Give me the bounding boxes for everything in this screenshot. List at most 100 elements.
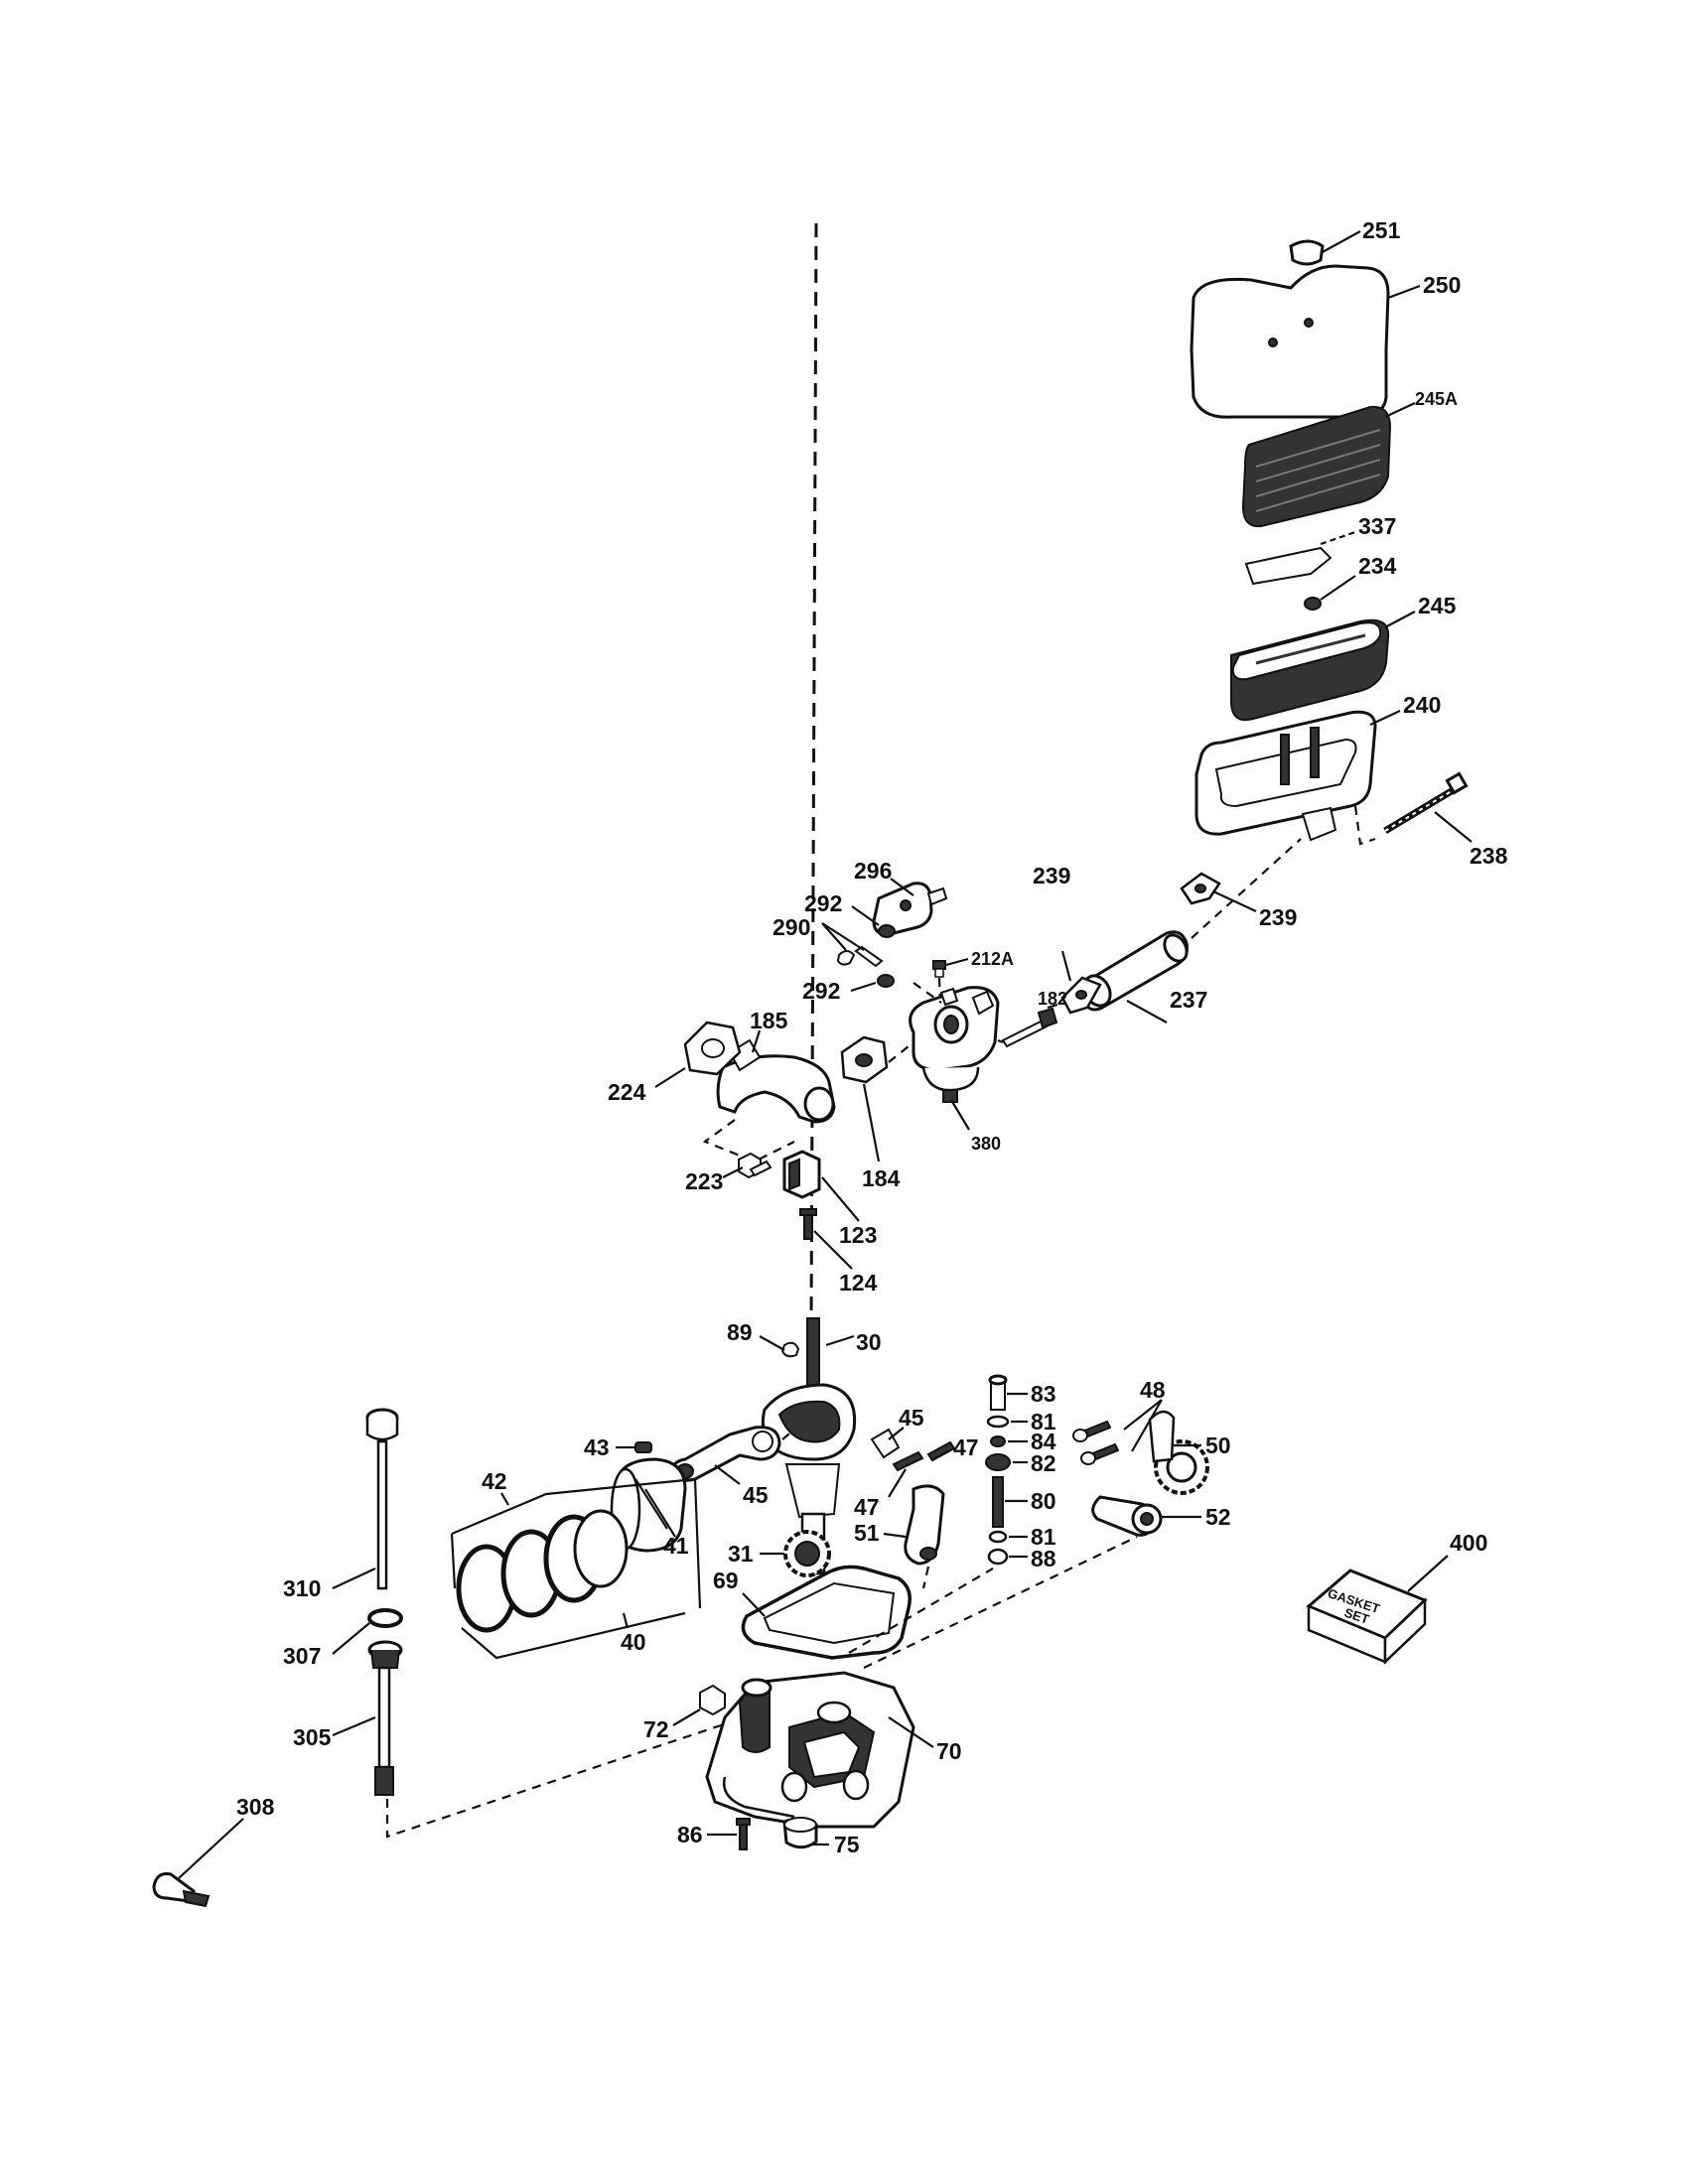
- part-50-camshaft: [1148, 1410, 1209, 1495]
- part-51-lever: [883, 1484, 945, 1589]
- part-45-connecting-rod: [671, 1426, 795, 1485]
- part-240-base: [1194, 710, 1401, 846]
- part-47-pin-upper: [926, 1440, 956, 1462]
- part-239-gasket-right: [1180, 872, 1257, 912]
- label-238: 238: [1470, 843, 1508, 869]
- part-305-tube: [332, 1640, 403, 1796]
- label-41: 41: [663, 1533, 689, 1559]
- label-245: 245: [1418, 593, 1457, 618]
- part-88-cap: [987, 1548, 1028, 1566]
- part-238-bolt: [1383, 771, 1473, 843]
- part-83-bolt: [988, 1374, 1028, 1411]
- part-239-gasket-left: [1060, 950, 1102, 1015]
- label-290: 290: [772, 914, 810, 940]
- part-40-ring-set: [461, 1611, 686, 1660]
- label-308: 308: [236, 1794, 275, 1820]
- label-80: 80: [1031, 1488, 1056, 1514]
- label-251: 251: [1362, 217, 1401, 243]
- part-81-washer-upper: [986, 1415, 1028, 1429]
- part-337-plate: [1244, 530, 1356, 586]
- label-43: 43: [584, 1434, 610, 1460]
- part-292-washer-top: [851, 905, 896, 938]
- part-296: [872, 878, 948, 937]
- part-251-knob: [1289, 230, 1361, 266]
- part-182-screw: [997, 1003, 1058, 1048]
- part-45-rocker: [870, 1427, 905, 1459]
- label-70: 70: [936, 1738, 962, 1764]
- part-245A-prefilter: [1241, 402, 1416, 528]
- label-82: 82: [1031, 1450, 1056, 1476]
- part-30-crankshaft: [761, 1317, 857, 1575]
- stack-dash-line: [848, 1568, 994, 1654]
- label-184: 184: [862, 1165, 901, 1191]
- part-310-dipstick: [332, 1408, 399, 1590]
- dipstick-assembly: [332, 1408, 805, 1839]
- label-292-top: 292: [804, 890, 842, 916]
- label-223: 223: [685, 1168, 723, 1194]
- crankcase-assembly: [672, 1536, 1138, 1850]
- label-296: 296: [854, 858, 892, 884]
- label-86: 86: [677, 1822, 703, 1847]
- part-89-key: [759, 1335, 800, 1358]
- label-52: 52: [1205, 1504, 1231, 1530]
- label-47-lower: 47: [854, 1494, 880, 1520]
- label-47-upper: 47: [953, 1434, 979, 1460]
- label-124: 124: [839, 1270, 878, 1296]
- part-185-intake-elbow: [716, 1029, 836, 1124]
- label-75: 75: [834, 1832, 860, 1857]
- part-224-gasket: [654, 1021, 795, 1163]
- part-380-leader: [950, 1099, 970, 1131]
- part-80-shaft: [992, 1476, 1028, 1528]
- label-305: 305: [293, 1724, 332, 1750]
- label-212A: 212A: [971, 949, 1014, 969]
- label-185: 185: [750, 1008, 788, 1033]
- label-51: 51: [854, 1520, 880, 1546]
- label-310: 310: [283, 1575, 321, 1601]
- carburetor-assembly: [654, 878, 1058, 1270]
- label-123: 123: [839, 1222, 877, 1248]
- label-245A: 245A: [1415, 389, 1458, 409]
- main-axis-line: [809, 222, 818, 1321]
- part-86-screw: [707, 1818, 751, 1850]
- label-50: 50: [1205, 1433, 1231, 1458]
- part-70-crankcase: [705, 1671, 934, 1829]
- label-239-right: 239: [1259, 904, 1297, 930]
- part-82-gear: [985, 1453, 1028, 1471]
- part-245-filter: [1230, 611, 1416, 722]
- label-69: 69: [713, 1568, 739, 1593]
- part-123-bracket: [782, 1150, 860, 1222]
- part-223-fitting: [722, 1152, 772, 1179]
- part-234-nut: [1304, 575, 1356, 611]
- part-400-gasket-set: GASKET SET: [1306, 1555, 1449, 1665]
- part-42-rings: [450, 1477, 702, 1633]
- part-43-pin: [616, 1441, 652, 1453]
- air-cleaner-assembly: [1060, 230, 1473, 1024]
- part-290-screw: [821, 922, 884, 968]
- label-30: 30: [856, 1329, 882, 1355]
- part-292-washer-lower: [850, 974, 895, 993]
- label-42: 42: [482, 1468, 507, 1494]
- cam-dash-line: [863, 1536, 1138, 1669]
- carburetor-body: [909, 982, 1000, 1103]
- part-237-tube: [1082, 838, 1302, 1024]
- part-84-washer: [990, 1435, 1028, 1447]
- label-250: 250: [1423, 272, 1461, 298]
- part-52-gear-shaft: [1091, 1495, 1201, 1537]
- dipstick-dash: [385, 1696, 805, 1839]
- part-184-gasket: [840, 1035, 914, 1162]
- label-380: 380: [971, 1134, 1001, 1154]
- part-48-lifters: [1072, 1399, 1163, 1465]
- part-31-gear: [760, 1530, 831, 1577]
- label-307: 307: [283, 1643, 321, 1669]
- label-45-upper: 45: [899, 1405, 924, 1431]
- label-88: 88: [1031, 1546, 1056, 1571]
- label-81-upper: 81: [1031, 1409, 1056, 1434]
- label-182: 182: [1038, 989, 1067, 1009]
- label-224: 224: [608, 1079, 646, 1105]
- part-75-seal: [782, 1817, 829, 1849]
- label-83: 83: [1031, 1381, 1056, 1407]
- label-240: 240: [1403, 692, 1441, 718]
- part-212A: [932, 957, 969, 1033]
- part-308-clip: [152, 1818, 244, 1908]
- label-292-lower: 292: [802, 978, 840, 1004]
